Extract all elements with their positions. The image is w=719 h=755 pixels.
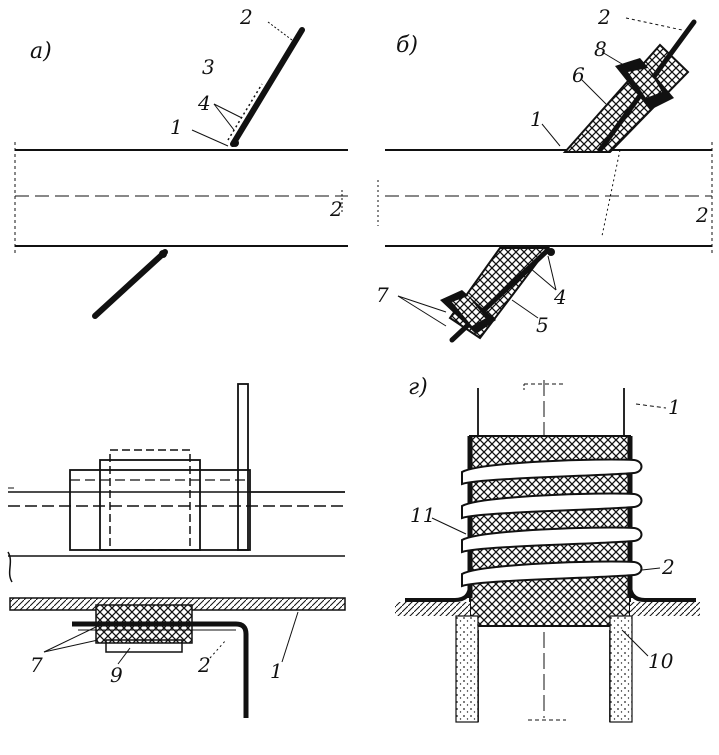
panel-b-lower-sleeve (440, 247, 555, 343)
panel-b-pipe (377, 142, 713, 254)
panel-v-equipment (8, 383, 345, 551)
panel-a-pipe (14, 142, 348, 254)
panel-g-floor (395, 584, 700, 723)
panel-v-callout-1: 1 (270, 659, 283, 683)
panel-v-slab (7, 551, 346, 611)
panel-g-callout-1: 1 (668, 395, 681, 419)
panel-g-callout-11: 11 (410, 503, 435, 527)
panel-b-leaders (397, 17, 683, 327)
panel-a-callout-3: 3 (202, 55, 215, 79)
panel-v-callout-7: 7 (30, 653, 43, 677)
panel-v-ground-strip (72, 621, 249, 718)
panel-g-coil (461, 458, 643, 588)
panel-a-lower-strip (92, 249, 168, 319)
panel-g-letter: г) (408, 375, 428, 400)
panel-b-upper-sleeve (562, 19, 697, 153)
panel-b-callout-6: 6 (572, 63, 585, 87)
panel-b-callout-4: 4 (553, 285, 567, 309)
panel-b-letter: б) (396, 33, 418, 58)
panel-v-leaders (43, 611, 299, 665)
panel-b-callout-2: 2 (597, 5, 611, 29)
panel-b-callout-5: 5 (536, 313, 549, 337)
panel-a-callout-1: 1 (170, 115, 183, 139)
panel-g-callout-10: 10 (648, 649, 674, 673)
panel-g: г) (395, 375, 700, 723)
panel-a-upper-strip (227, 27, 305, 147)
panel-g-callout-2: 2 (661, 555, 675, 579)
panel-a-letter: а) (30, 39, 52, 64)
panel-v: 7 9 2 1 (7, 383, 346, 718)
panel-v-insulator (95, 604, 193, 653)
panel-v-callout-2: 2 (197, 653, 211, 677)
panel-a-callout-4: 4 (197, 91, 211, 115)
panel-g-leaders (431, 403, 667, 657)
panel-a-callout-2b: 2 (329, 197, 343, 221)
panel-a-leaders (191, 21, 293, 147)
panel-a: а) 1 2 3 4 2 (14, 5, 348, 319)
panel-v-callout-9: 9 (110, 663, 123, 687)
panel-b-callout-1: 1 (530, 107, 543, 131)
panel-b-callout-8: 8 (594, 37, 607, 61)
panel-a-callout-2: 2 (239, 5, 253, 29)
panel-b: б) (376, 5, 713, 343)
panel-b-callout-2b: 2 (695, 203, 709, 227)
panel-b-callout-7: 7 (376, 283, 389, 307)
